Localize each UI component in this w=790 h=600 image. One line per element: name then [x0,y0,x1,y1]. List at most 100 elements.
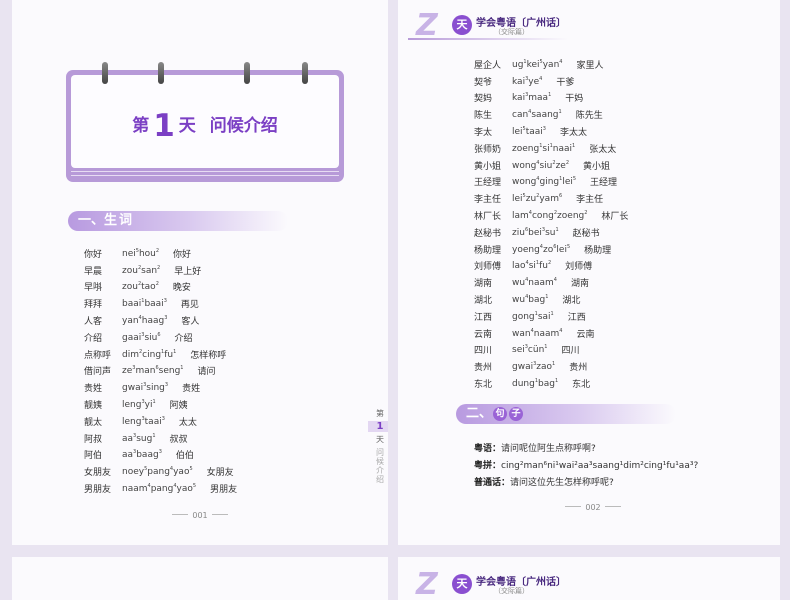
vocab-word: 刘师傅 [474,262,502,273]
vocab-mandarin: 王经理 [590,178,618,189]
vocab-jyutping: sei3cün1 [512,344,548,356]
vocab-mandarin: 你好 [173,249,192,260]
vocab-jyutping: leng3taai3 [122,415,165,427]
page-number: 001 [165,511,235,520]
vocab-word: 契妈 [474,94,493,105]
vocab-row: 屋企人 ug1kei5yan4 家里人 [474,56,628,73]
vocab-mandarin: 李主任 [576,195,604,206]
vocab-mandarin: 伯伯 [175,451,194,462]
vocab-jyutping: noey5pang4yao5 [122,466,193,478]
vocab-mandarin: 李太太 [559,128,587,139]
vocab-jyutping: yan4haag3 [122,315,168,327]
ring-icon [158,62,164,84]
vocab-word: 湖北 [474,296,493,307]
vocab-word: 王经理 [474,178,502,189]
vocab-word: 黄小姐 [474,161,502,172]
vocab-mandarin: 赵秘书 [572,228,600,239]
vocab-word: 人客 [84,317,103,328]
vocab-mandarin: 张太太 [589,144,617,155]
vocab-jyutping: gwai3sing3 [122,382,169,394]
vocab-mandarin: 四川 [561,346,580,357]
vocab-mandarin: 介绍 [174,333,193,344]
vocab-word: 你好 [84,249,103,260]
day-badge: 天 [452,15,472,35]
vocab-mandarin: 湖北 [562,296,581,307]
vocab-jyutping: gong1sai1 [512,310,554,322]
vocab-word: 李太 [474,128,493,139]
vocab-jyutping: aa3baag3 [122,449,162,461]
vocab-jyutping: baai1baai3 [122,298,167,310]
vocab-word: 四川 [474,346,493,357]
sentence-jyutping: 粤拼：cing²man⁶ni¹wai²aa³saang¹dim²cing¹fu¹… [474,461,699,471]
vocab-mandarin: 怎样称呼 [190,350,227,361]
vocab-jyutping: nei5hou2 [122,247,160,259]
sentence-cantonese: 粤语：请问呢位阿生点称呼啊? [474,444,596,454]
vocab-mandarin: 黄小姐 [583,161,611,172]
vocab-mandarin: 请问 [197,367,216,378]
vocab-word: 陈生 [474,111,493,122]
book-title: 学会粤语〔广州话〕 [476,577,566,588]
vocab-jyutping: kai3ye4 [512,75,543,87]
vocab-mandarin: 再见 [180,300,199,311]
vocab-mandarin: 刘师傅 [565,262,593,273]
vocab-mandarin: 林厂长 [601,212,629,223]
vocab-word: 男朋友 [84,485,112,496]
book-subtitle: （交际篇） [494,28,529,36]
ring-icon [244,62,250,84]
vocab-jyutping: wan4naam4 [512,327,563,339]
vocab-jyutping: lei5zu2yam6 [512,193,563,205]
vocab-word: 契爷 [474,77,493,88]
vocab-jyutping: ug1kei5yan4 [512,58,563,70]
vocab-word: 东北 [474,380,493,391]
vocab-mandarin: 家里人 [576,60,604,71]
vocab-jyutping: dung1bag1 [512,378,559,390]
vocab-word: 贵州 [474,363,493,374]
vocab-jyutping: wu4naam4 [512,277,557,289]
vocab-jyutping: gwai3zao1 [512,361,556,373]
vocab-jyutping: zou2san2 [122,264,161,276]
ring-icon [302,62,308,84]
vocab-word: 张师奶 [474,144,502,155]
vocab-jyutping: aa3sug1 [122,432,156,444]
vocab-mandarin: 干妈 [565,94,584,105]
vocab-mandarin: 陈先生 [575,111,603,122]
book-header: Z 天 学会粤语〔广州话〕 （交际篇） [416,11,566,41]
vocab-word: 早唞 [84,283,103,294]
vocab-word: 女朋友 [84,468,112,479]
page-number: 002 [558,503,628,512]
vocab-word: 点称呼 [84,350,112,361]
vocab-jyutping: lao4si1fu2 [512,260,552,272]
vocab-jyutping: lei5taai3 [512,126,546,138]
vocab-mandarin: 女朋友 [206,468,234,479]
vocab-row: 女朋友 noey5pang4yao5 女朋友 [84,463,237,480]
page-bottom-left [12,557,388,600]
book-header: Z 天 学会粤语〔广州话〕 （交际篇） [416,567,566,600]
vocab-jyutping: naam4pang4yao5 [122,483,197,495]
vocab-word: 屋企人 [474,60,502,71]
z-logo: Z [416,567,438,600]
vocab-mandarin: 客人 [181,317,200,328]
